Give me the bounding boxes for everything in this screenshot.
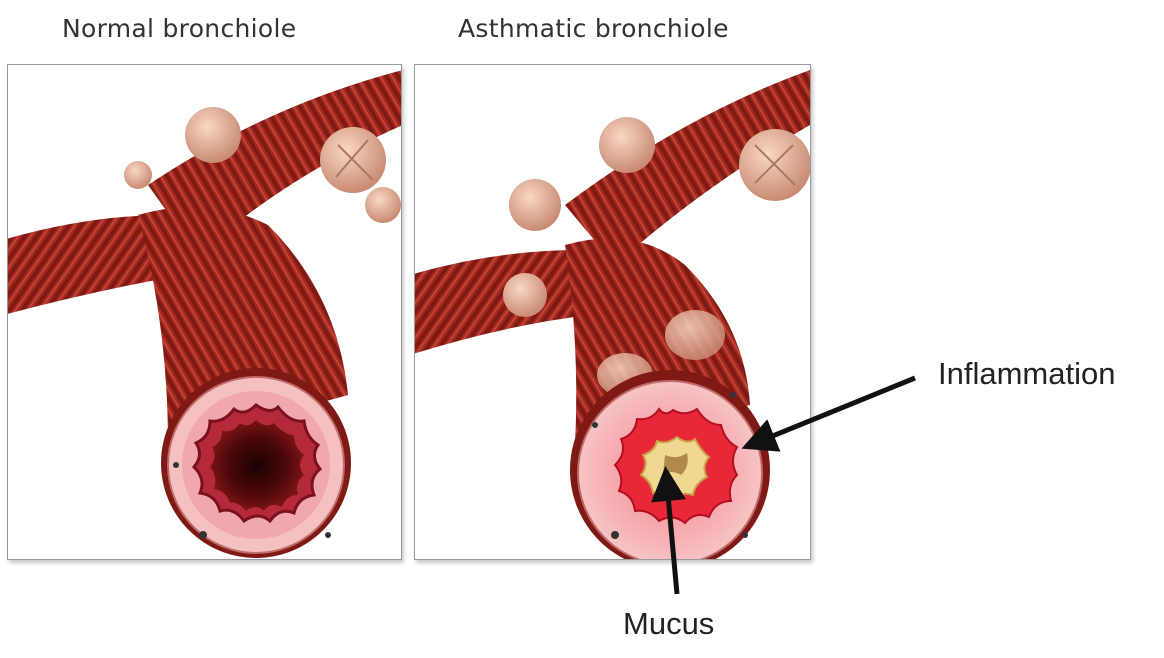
inflammation-label: Inflammation: [938, 356, 1116, 391]
bronchiole-left-branch: [415, 250, 590, 354]
asthmatic-bronchiole-title: Asthmatic bronchiole: [458, 14, 729, 43]
bronchiole-left-branch: [8, 215, 183, 314]
alveolus: [365, 187, 401, 223]
alveolus: [124, 161, 152, 189]
asthmatic-bronchiole-illustration: [415, 70, 810, 559]
normal-bronchiole-illustration: [8, 70, 401, 558]
alveolus: [599, 117, 655, 173]
normal-bronchiole-title: Normal bronchiole: [62, 14, 297, 43]
alveolus: [503, 273, 547, 317]
alveolus: [509, 179, 561, 231]
normal-bronchiole-panel: [7, 64, 402, 560]
alveolus: [185, 107, 241, 163]
mucus-label: Mucus: [623, 606, 715, 641]
bronchiole-upper-branch: [565, 70, 810, 265]
bronchiole-lumen: [210, 420, 304, 511]
asthmatic-bronchiole-panel: [414, 64, 811, 560]
